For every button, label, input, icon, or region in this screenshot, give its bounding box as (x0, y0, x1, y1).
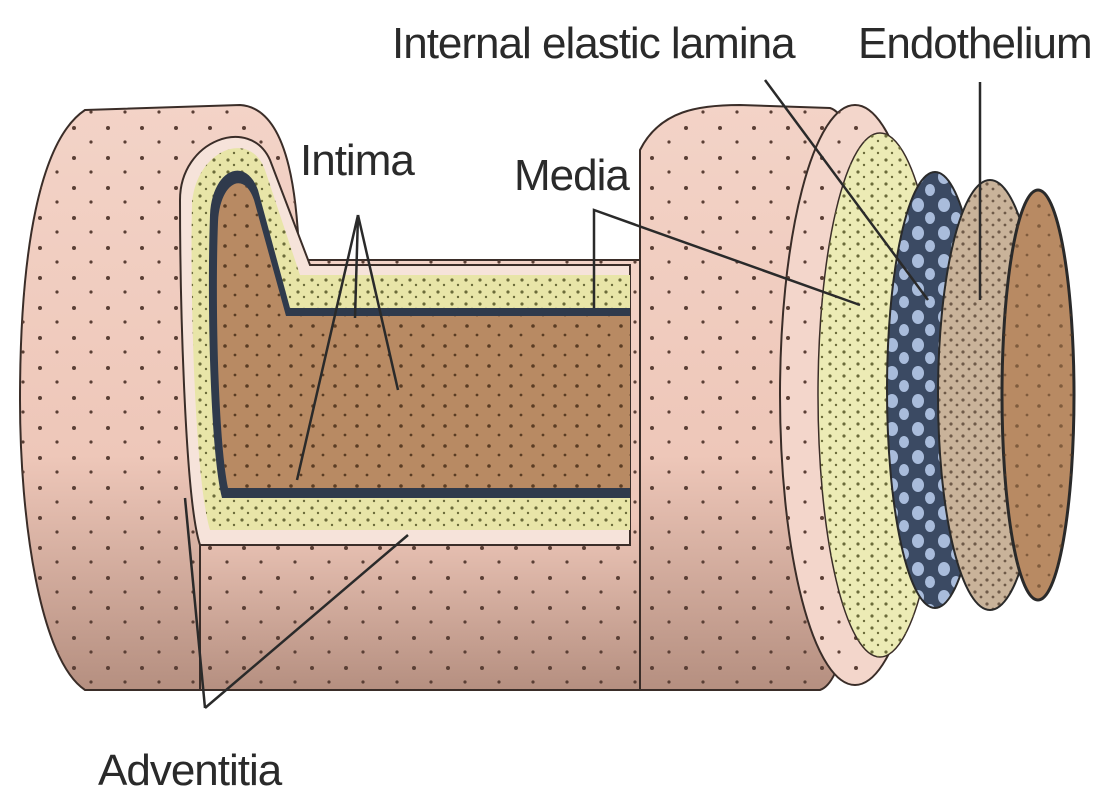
label-adventitia: Adventitia (98, 746, 283, 787)
cross-section (780, 105, 1074, 685)
label-internal-elastic-lamina: Internal elastic lamina (392, 19, 796, 68)
label-endothelium: Endothelium (858, 19, 1092, 68)
label-media: Media (514, 151, 630, 200)
label-intima: Intima (300, 136, 415, 185)
